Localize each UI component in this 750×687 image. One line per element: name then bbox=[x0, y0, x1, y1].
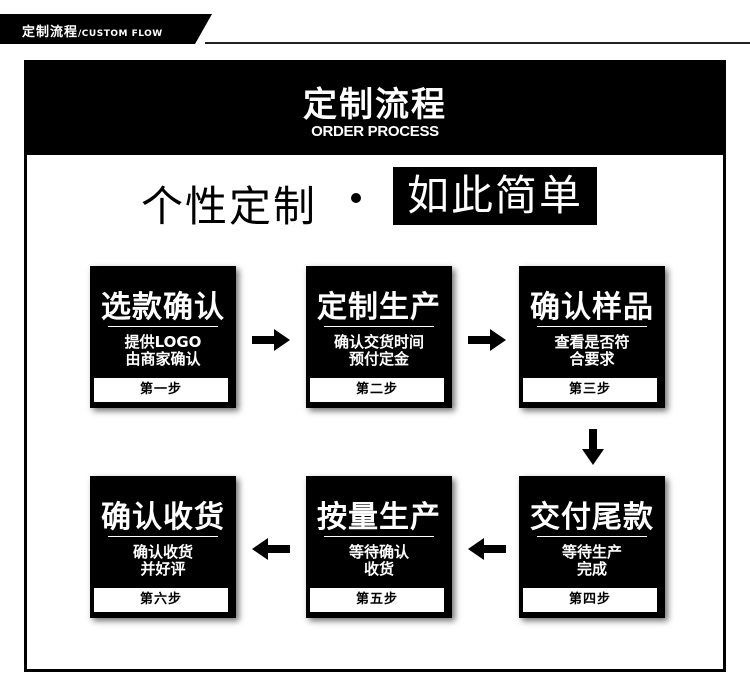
step-desc-line: 提供LOGO bbox=[124, 333, 202, 351]
step-card-2: 定制生产 确认交货时间 预付定金 第二步 bbox=[306, 266, 452, 408]
step-desc-line: 查看是否符 bbox=[554, 333, 630, 351]
process-header: 定制流程 ORDER PROCESS bbox=[27, 63, 723, 155]
arrow-right-icon bbox=[252, 329, 290, 351]
step-divider bbox=[324, 326, 434, 327]
step-title: 确认收货 bbox=[101, 500, 225, 535]
step-desc: 确认交货时间 预付定金 bbox=[306, 334, 452, 368]
step-divider bbox=[537, 536, 647, 537]
step-desc-line: 并好评 bbox=[140, 560, 186, 578]
step-divider bbox=[108, 536, 218, 537]
step-desc-line: 收货 bbox=[363, 560, 394, 578]
slogan-left: 个性定制 bbox=[141, 182, 318, 231]
banner-title: 定制流程/CUSTOM FLOW bbox=[22, 25, 163, 40]
step-title: 确认样品 bbox=[530, 290, 654, 325]
step-desc-line: 由商家确认 bbox=[125, 350, 201, 368]
step-card-6: 确认收货 确认收货 并好评 第六步 bbox=[90, 476, 236, 618]
step-title: 选款确认 bbox=[101, 290, 225, 325]
arrow-left-icon bbox=[252, 538, 290, 560]
step-desc-line: 等待确认 bbox=[348, 543, 409, 561]
step-label: 第二步 bbox=[310, 378, 444, 402]
step-card-4: 交付尾款 等待生产 完成 第四步 bbox=[519, 476, 665, 618]
step-divider bbox=[537, 326, 647, 327]
slogan: 个性定制 如此简单 bbox=[27, 167, 723, 231]
step-title: 按量生产 bbox=[317, 500, 441, 535]
slogan-dot bbox=[351, 193, 361, 203]
banner-tab: 定制流程/CUSTOM FLOW bbox=[0, 14, 212, 44]
step-desc: 确认收货 并好评 bbox=[90, 544, 236, 578]
slogan-right: 如此简单 bbox=[393, 167, 598, 225]
step-desc: 查看是否符 合要求 bbox=[519, 334, 665, 368]
step-label: 第六步 bbox=[94, 588, 228, 612]
step-desc: 提供LOGO 由商家确认 bbox=[90, 334, 236, 368]
step-desc: 等待生产 完成 bbox=[519, 544, 665, 578]
header-subtitle: ORDER PROCESS bbox=[311, 123, 439, 140]
step-desc-line: 预付定金 bbox=[348, 350, 409, 368]
arrow-right-icon bbox=[468, 329, 506, 351]
step-desc-line: 完成 bbox=[576, 560, 607, 578]
step-card-5: 按量生产 等待确认 收货 第五步 bbox=[306, 476, 452, 618]
top-banner: 定制流程/CUSTOM FLOW bbox=[0, 0, 750, 50]
step-label: 第一步 bbox=[94, 378, 228, 402]
step-desc: 等待确认 收货 bbox=[306, 544, 452, 578]
step-title: 定制生产 bbox=[317, 290, 441, 325]
step-card-3: 确认样品 查看是否符 合要求 第三步 bbox=[519, 266, 665, 408]
step-card-1: 选款确认 提供LOGO 由商家确认 第一步 bbox=[90, 266, 236, 408]
step-desc-line: 等待生产 bbox=[561, 543, 622, 561]
arrow-left-icon bbox=[468, 538, 506, 560]
step-divider bbox=[108, 326, 218, 327]
header-title: 定制流程 bbox=[303, 85, 447, 125]
banner-rule bbox=[205, 42, 750, 44]
step-label: 第五步 bbox=[310, 588, 444, 612]
step-desc-line: 确认收货 bbox=[132, 543, 193, 561]
step-title: 交付尾款 bbox=[530, 500, 654, 535]
step-label: 第三步 bbox=[523, 378, 657, 402]
step-desc-line: 确认交货时间 bbox=[333, 333, 424, 351]
step-desc-line: 合要求 bbox=[569, 350, 615, 368]
process-frame: 定制流程 ORDER PROCESS 个性定制 如此简单 选款确认 提供LOGO… bbox=[24, 60, 726, 672]
step-divider bbox=[324, 536, 434, 537]
step-label: 第四步 bbox=[523, 588, 657, 612]
arrow-down-icon bbox=[582, 429, 604, 465]
